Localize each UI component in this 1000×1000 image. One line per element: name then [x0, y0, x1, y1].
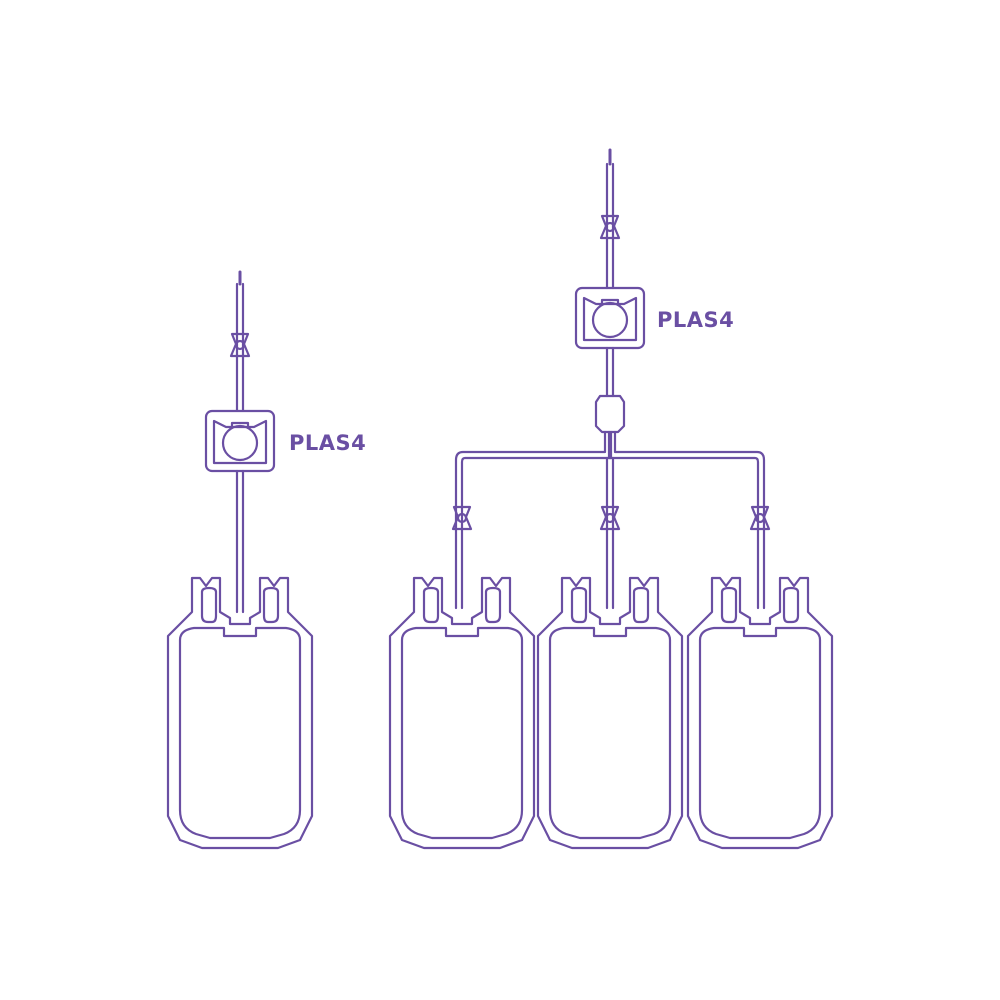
bag-right-2	[536, 576, 684, 850]
clamp-left	[229, 332, 251, 358]
branch-left-outer	[454, 430, 607, 610]
filter-label-right: PLAS4	[657, 308, 735, 332]
filter-right	[574, 286, 646, 350]
branch-left-inner	[460, 430, 613, 610]
bag-right-3	[686, 576, 834, 850]
bag-left	[166, 576, 314, 850]
branch-right-inner	[607, 430, 760, 610]
bag-right-1	[388, 576, 536, 850]
triple-bag-system	[388, 148, 834, 850]
filter-label-left: PLAS4	[289, 431, 367, 455]
clamp-branch-center	[599, 505, 621, 531]
single-bag-system	[166, 270, 314, 850]
y-connector	[594, 394, 626, 434]
clamp-right-top	[599, 214, 621, 240]
clamp-branch-right	[749, 505, 771, 531]
branch-right-outer	[613, 430, 766, 610]
filter-left	[204, 409, 276, 473]
